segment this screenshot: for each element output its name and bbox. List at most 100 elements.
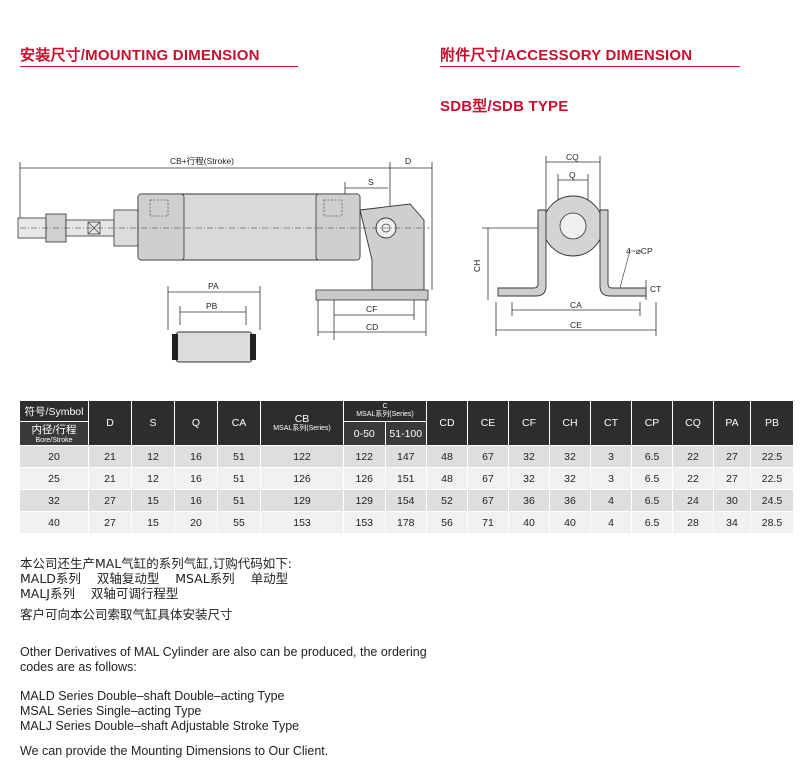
ca-cell: 51 — [217, 467, 261, 490]
ce-cell: 67 — [467, 489, 509, 512]
cylinder-drawing: CB+行程(Stroke) D S CF CD PA PB — [0, 140, 440, 385]
cb-cell: 153 — [260, 511, 344, 534]
col-s-header: S — [131, 400, 175, 446]
s-label: S — [368, 177, 374, 187]
cp-cell: 6.5 — [631, 489, 673, 512]
ch-cell: 32 — [549, 445, 591, 468]
col-ce-header: CE — [467, 400, 509, 446]
cq-cell: 24 — [672, 489, 714, 512]
pa-cell: 34 — [713, 511, 751, 534]
bore-cell: 32 — [19, 489, 89, 512]
pa-cell: 27 — [713, 445, 751, 468]
cd-cell: 56 — [426, 511, 468, 534]
sdb-type-title: SDB型/SDB TYPE — [440, 98, 569, 115]
bore-stroke-header: 内径/行程 Bore/Stroke — [19, 421, 89, 446]
pa-cell: 30 — [713, 489, 751, 512]
cf-cell: 32 — [508, 467, 550, 490]
d-cell: 21 — [88, 445, 132, 468]
q-label: Q — [569, 170, 576, 180]
cp-label: 4~⌀CP — [626, 246, 653, 256]
table-row: 25 21 12 16 51 126 126 151 48 67 32 32 3… — [19, 467, 794, 490]
cb-cell: 129 — [260, 489, 344, 512]
accessory-dimension-title: 附件尺寸/ACCESSORY DIMENSION — [440, 47, 693, 64]
cb-stroke-label: CB+行程(Stroke) — [170, 156, 234, 166]
c2-cell: 154 — [384, 489, 427, 512]
table-row: 32 27 15 16 51 129 129 154 52 67 36 36 4… — [19, 489, 794, 512]
s-cell: 12 — [131, 467, 175, 490]
col-cf-header: CF — [508, 400, 550, 446]
cd-cell: 48 — [426, 467, 468, 490]
cd-cell: 48 — [426, 445, 468, 468]
cd-label: CD — [366, 322, 378, 332]
en-intro-2: codes are as follows: — [20, 660, 137, 674]
q-cell: 16 — [174, 445, 218, 468]
cd-cell: 52 — [426, 489, 468, 512]
ce-cell: 67 — [467, 445, 509, 468]
en-line-2: MSAL Series Single–acting Type — [20, 704, 202, 718]
c1-cell: 153 — [343, 511, 386, 534]
q-cell: 20 — [174, 511, 218, 534]
en-line-1: MALD Series Double–shaft Double–acting T… — [20, 689, 285, 703]
zh-line-2: MALJ系列 双轴可调行程型 — [20, 586, 179, 601]
ct-label: CT — [650, 284, 661, 294]
q-cell: 16 — [174, 467, 218, 490]
en-contact: We can provide the Mounting Dimensions t… — [20, 744, 329, 758]
symbol-header: 符号/Symbol — [19, 400, 89, 422]
bore-label-en: Bore/Stroke — [35, 437, 73, 444]
mounting-title-rule — [20, 66, 298, 67]
s-cell: 15 — [131, 511, 175, 534]
s-cell: 12 — [131, 445, 175, 468]
ce-cell: 71 — [467, 511, 509, 534]
ch-cell: 40 — [549, 511, 591, 534]
col-ca-header: CA — [217, 400, 261, 446]
cf-cell: 40 — [508, 511, 550, 534]
notes-zh: 本公司还生产MAL气缸的系列气缸,订购代码如下: MALD系列 双轴复动型 MS… — [20, 556, 292, 622]
cf-cell: 36 — [508, 489, 550, 512]
cb-label: CB — [294, 413, 310, 425]
c1-cell: 129 — [343, 489, 386, 512]
bore-cell: 40 — [19, 511, 89, 534]
notes-en: Other Derivatives of MAL Cylinder are al… — [20, 645, 427, 759]
ce-cell: 67 — [467, 467, 509, 490]
c1-cell: 122 — [343, 445, 386, 468]
pa-label: PA — [208, 281, 219, 291]
bore-cell: 25 — [19, 467, 89, 490]
pb-cell: 28.5 — [750, 511, 794, 534]
col-d-header: D — [88, 400, 132, 446]
bore-label: 内径/行程 — [31, 424, 77, 436]
col-c-header: C MSAL系列(Series) — [343, 400, 427, 422]
c1-cell: 126 — [343, 467, 386, 490]
table-row: 40 27 15 20 55 153 153 178 56 71 40 40 4… — [19, 511, 794, 534]
cb-cell: 122 — [260, 445, 344, 468]
col-q-header: Q — [174, 400, 218, 446]
d-cell: 21 — [88, 467, 132, 490]
c-range-1-header: 0-50 — [343, 421, 386, 446]
ct-cell: 3 — [590, 445, 632, 468]
ch-cell: 36 — [549, 489, 591, 512]
col-ct-header: CT — [590, 400, 632, 446]
col-pb-header: PB — [750, 400, 794, 446]
d-cell: 27 — [88, 489, 132, 512]
c-range-2-header: 51-100 — [384, 421, 427, 446]
d-label: D — [405, 156, 411, 166]
cp-cell: 6.5 — [631, 511, 673, 534]
col-cp-header: CP — [631, 400, 673, 446]
ca-cell: 51 — [217, 489, 261, 512]
ca-cell: 55 — [217, 511, 261, 534]
cq-cell: 22 — [672, 445, 714, 468]
pa-cell: 27 — [713, 467, 751, 490]
col-cb-header: CB MSAL系列(Series) — [260, 400, 344, 446]
cp-cell: 6.5 — [631, 467, 673, 490]
ch-cell: 32 — [549, 467, 591, 490]
col-cq-header: CQ — [672, 400, 714, 446]
pb-label: PB — [206, 301, 218, 311]
ce-label: CE — [570, 320, 582, 330]
col-ch-header: CH — [549, 400, 591, 446]
c2-cell: 147 — [384, 445, 427, 468]
bore-cell: 20 — [19, 445, 89, 468]
s-cell: 15 — [131, 489, 175, 512]
ct-cell: 4 — [590, 511, 632, 534]
q-cell: 16 — [174, 489, 218, 512]
col-pa-header: PA — [713, 400, 751, 446]
cf-label: CF — [366, 304, 377, 314]
